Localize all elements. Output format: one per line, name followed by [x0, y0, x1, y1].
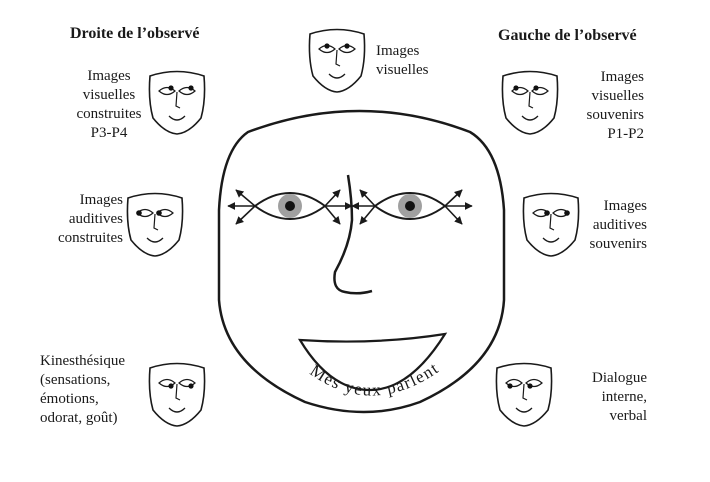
- label-kinesthetic: Kinesthésique (sensations, émotions, odo…: [40, 353, 125, 426]
- small-face-visual: [308, 28, 366, 93]
- label-internal-dialogue: Dialogue interne, verbal: [592, 370, 647, 424]
- right-pupil: [405, 201, 415, 211]
- small-face-visual-remembered: [501, 70, 559, 135]
- mouth: [297, 332, 448, 392]
- small-face-auditory-constructed: [126, 192, 184, 257]
- eye-arrows: [227, 189, 473, 225]
- nose: [333, 174, 373, 295]
- left-pupil: [285, 201, 295, 211]
- heading-left: Droite de l’observé: [70, 25, 200, 42]
- label-visual-constructed: Images visuelles construites P3-P4: [76, 68, 142, 141]
- left-eye: [253, 192, 327, 220]
- right-eye: [373, 192, 447, 220]
- label-visual-remembered: Images visuelles souvenirs P1-P2: [586, 69, 645, 142]
- label-auditory-remembered: Images auditives souvenirs: [589, 198, 648, 252]
- label-auditory-constructed: Images auditives construites: [58, 192, 123, 246]
- label-visual-images: Images visuelles: [376, 43, 429, 78]
- small-face-internal-dialogue: [495, 362, 553, 427]
- big-face-outline: [217, 109, 506, 414]
- small-face-auditory-remembered: [522, 192, 580, 257]
- small-face-visual-constructed: [148, 70, 206, 135]
- small-face-kinesthetic: [148, 362, 206, 427]
- heading-right: Gauche de l’observé: [498, 27, 637, 44]
